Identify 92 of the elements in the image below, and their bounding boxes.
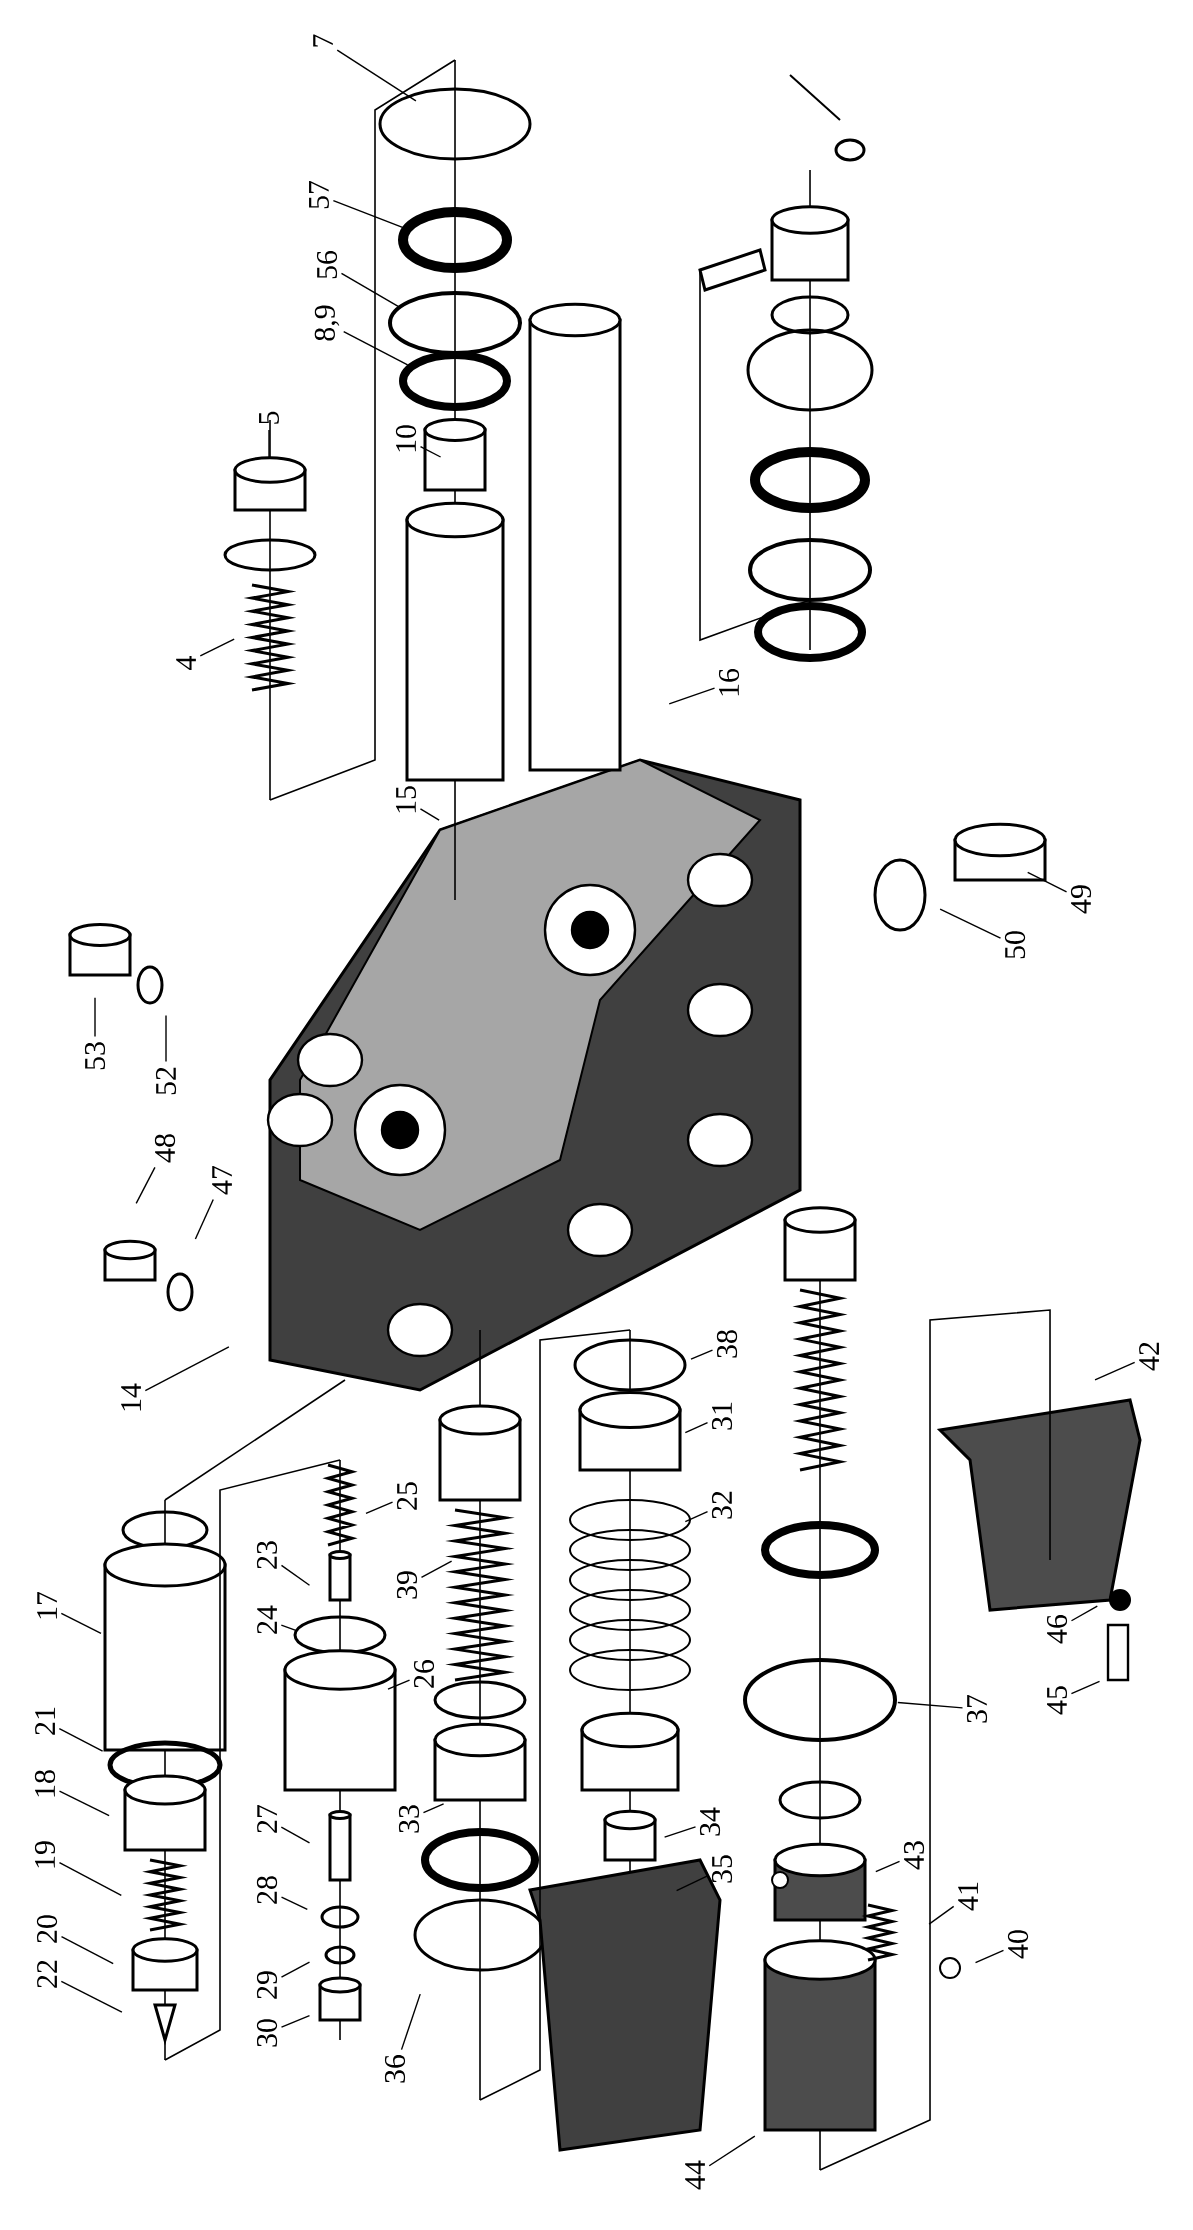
callout-number: 30 <box>256 2019 278 2047</box>
callout-number: 35 <box>711 1855 733 1883</box>
callout-number: 26 <box>413 1659 435 1688</box>
callout-number: 42 <box>1139 1342 1159 1371</box>
leader-line <box>387 1679 411 1690</box>
leader-line <box>340 272 400 308</box>
callout-number: 17 <box>37 1591 57 1619</box>
callout-number: 36 <box>384 2054 406 2083</box>
callout-number: 4 <box>176 656 196 670</box>
leader-line <box>1070 1680 1101 1695</box>
callout-number: 7 <box>313 34 333 47</box>
leader-line <box>875 1860 901 1873</box>
leader-line <box>58 1790 110 1817</box>
callout-number: 22 <box>37 1960 57 1988</box>
leader-line <box>332 199 404 229</box>
callout-number: 46 <box>1046 1614 1068 1644</box>
leader-line <box>94 997 96 1038</box>
callout-number: 44 <box>685 2160 705 2190</box>
leader-line <box>1070 1605 1098 1622</box>
callout-number: 8,9 <box>314 305 340 341</box>
callout-number: 34 <box>699 1807 721 1836</box>
leader-line <box>928 1905 955 1925</box>
callout-number: 49 <box>1070 885 1092 914</box>
callout-number: 21 <box>35 1707 55 1735</box>
leader-line <box>668 687 716 705</box>
callout-number: 37 <box>966 1694 988 1723</box>
callout-number: 19 <box>34 1841 56 1868</box>
leader-line <box>1027 871 1068 893</box>
callout-number: 28 <box>256 1876 278 1904</box>
leader-line <box>419 445 442 458</box>
callout-number: 39 <box>396 1571 418 1599</box>
leader-line <box>419 808 440 821</box>
callout-number: 25 <box>396 1482 418 1510</box>
leader-line <box>165 1014 167 1063</box>
callout-number: 27 <box>257 1804 277 1833</box>
leader-line <box>690 1349 714 1360</box>
leader-line <box>280 1564 311 1586</box>
callout-number: 18 <box>34 1770 56 1797</box>
leader-line <box>420 1560 453 1578</box>
callout-number: 41 <box>958 1882 978 1911</box>
leader-line <box>897 1701 964 1709</box>
leader-line <box>684 1510 709 1523</box>
callout-number: 29 <box>256 1971 278 1999</box>
leader-line <box>939 908 1002 939</box>
callout-number: 57 <box>309 180 329 209</box>
leader-line <box>684 1421 709 1434</box>
callout-number: 32 <box>711 1491 733 1519</box>
callout-number: 48 <box>154 1134 176 1163</box>
callout-number: 43 <box>903 1841 925 1870</box>
leader-line <box>60 1980 123 2013</box>
leader-line <box>336 49 417 102</box>
leader-line <box>663 1826 697 1838</box>
callout-number: 33 <box>398 1805 420 1833</box>
leader-line <box>280 1826 311 1844</box>
leader-line <box>280 1896 308 1911</box>
callout-number: 15 <box>395 786 417 813</box>
leader-line <box>280 1624 298 1632</box>
leader-line <box>675 1875 709 1892</box>
leader-line <box>268 429 270 458</box>
leader-line <box>1094 1361 1136 1381</box>
callout-number: 47 <box>212 1165 232 1195</box>
leader-line <box>422 1803 445 1814</box>
callout-number: 5 <box>259 411 279 424</box>
leader-line <box>280 2015 311 2028</box>
callout-number: 20 <box>36 1915 58 1943</box>
leader-line <box>400 1993 421 2051</box>
leader-line <box>199 638 235 657</box>
leader-line <box>365 1501 394 1514</box>
leader-line <box>58 1861 122 1896</box>
callout-number: 53 <box>84 1042 106 1070</box>
leader-line <box>60 1935 114 1965</box>
leader-line <box>194 1198 214 1240</box>
callout-number: 23 <box>256 1541 278 1569</box>
leader-line <box>144 1346 230 1392</box>
callout-number: 52 <box>155 1067 177 1095</box>
leader-line <box>58 1727 104 1752</box>
leader-line <box>60 1612 102 1635</box>
callout-number: 40 <box>1007 1930 1029 1959</box>
leader-line <box>280 1961 311 1978</box>
callout-number: 50 <box>1004 931 1026 959</box>
callout-number: 10 <box>395 425 417 452</box>
callout-number: 31 <box>711 1402 733 1430</box>
callout-number: 24 <box>257 1605 277 1634</box>
leader-line <box>974 1949 1005 1964</box>
leader-line <box>343 330 409 366</box>
callout-number: 56 <box>316 250 338 279</box>
callout-number: 16 <box>718 668 740 696</box>
callout-number: 38 <box>716 1330 738 1358</box>
leader-line <box>708 2135 756 2167</box>
leader-line <box>135 1166 156 1205</box>
callout-number: 14 <box>121 1383 141 1411</box>
callout-number: 45 <box>1047 1686 1068 1715</box>
